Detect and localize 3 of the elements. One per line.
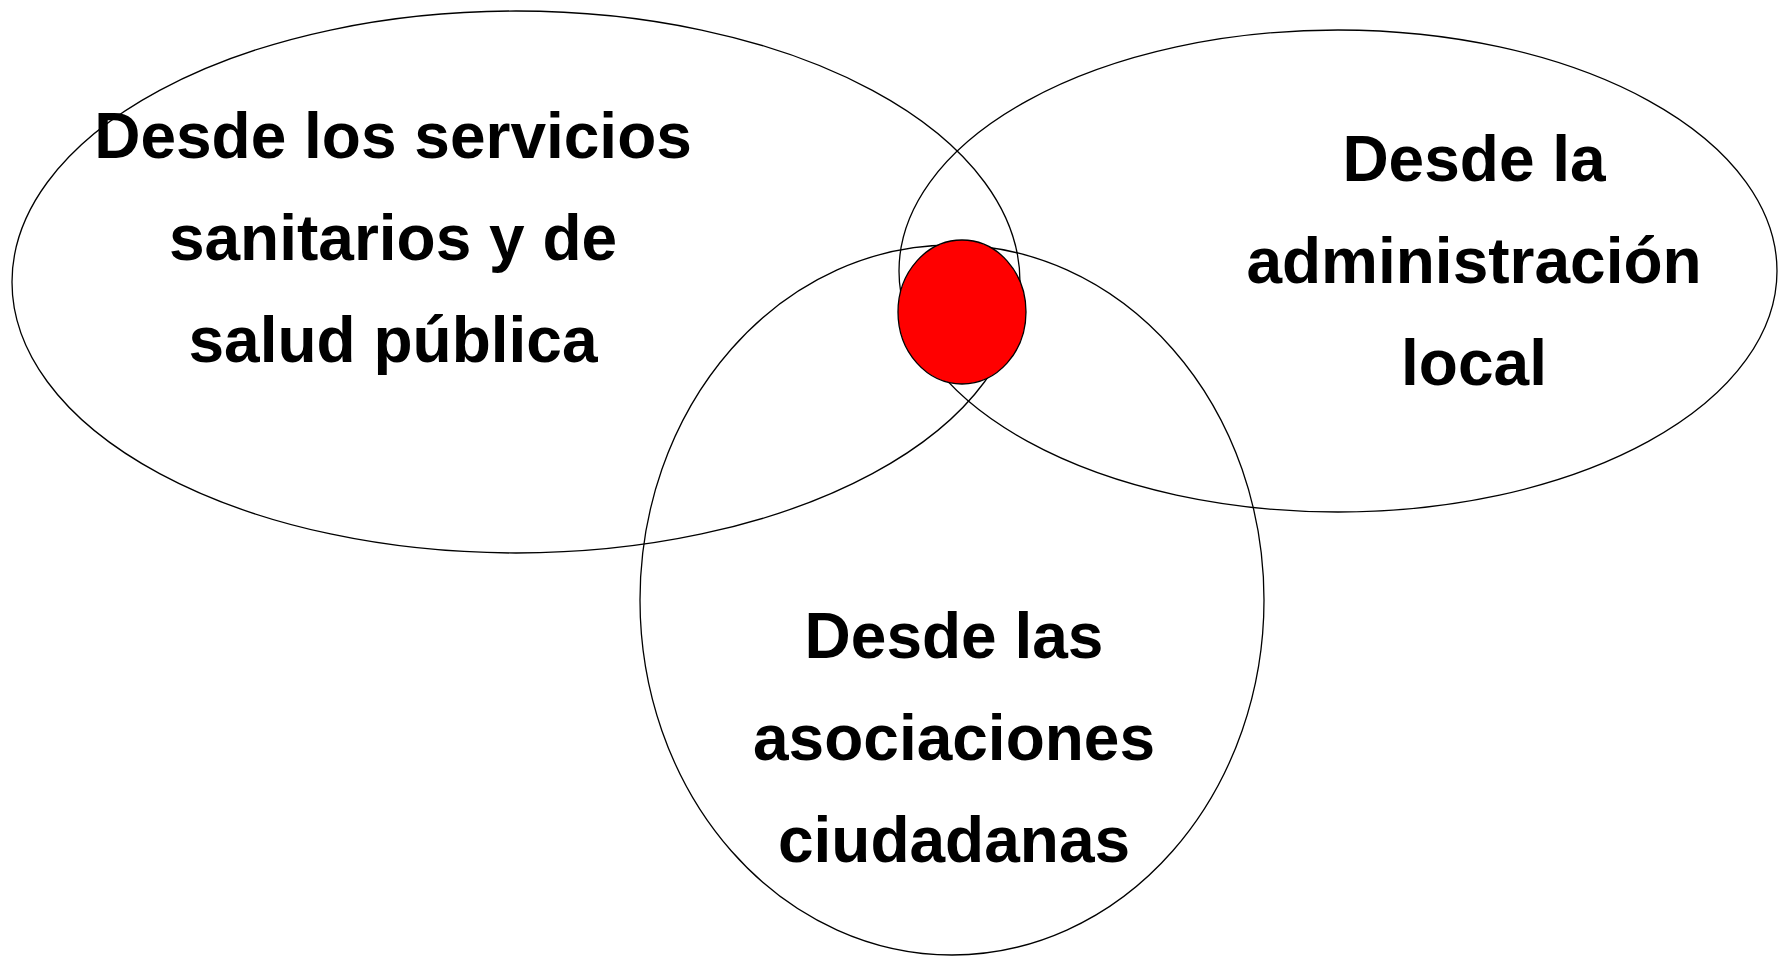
circle-label: Desde los servicios sanitarios y de salud pública <box>93 99 693 378</box>
circle-label: Desde la administración local <box>1245 122 1703 401</box>
circle-label: Desde las asociaciones ciudadanas <box>752 599 1156 878</box>
